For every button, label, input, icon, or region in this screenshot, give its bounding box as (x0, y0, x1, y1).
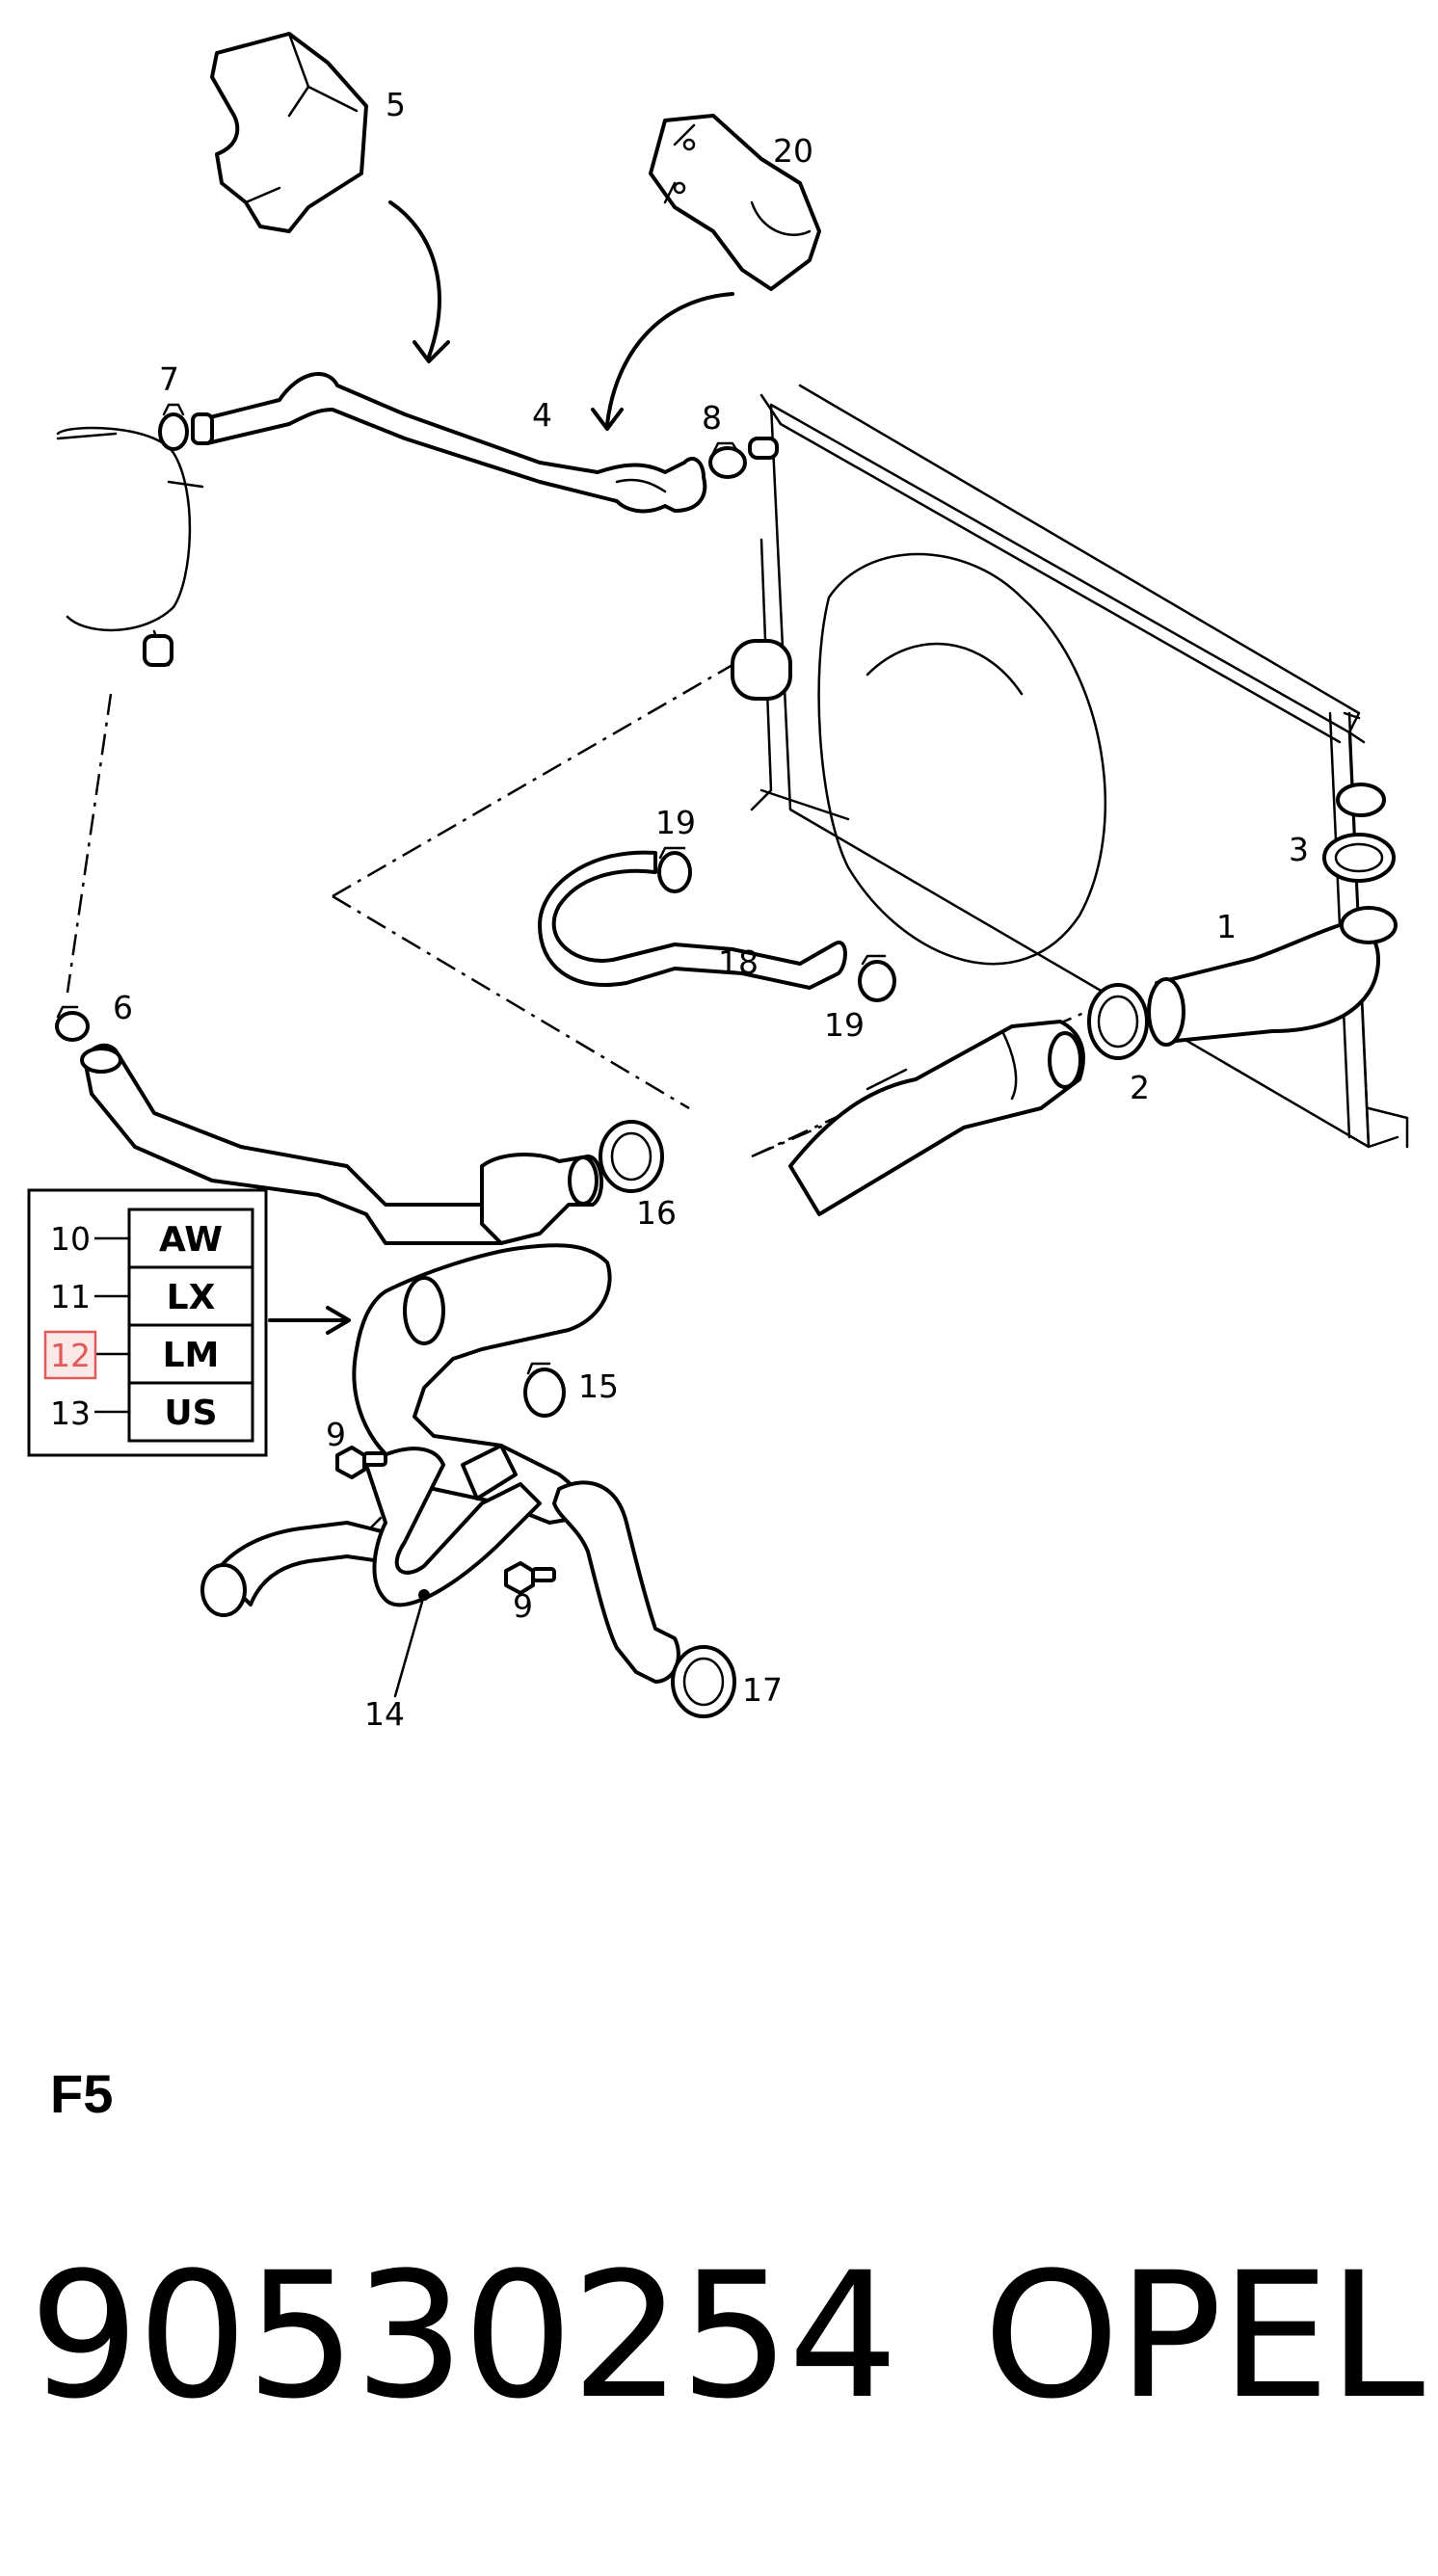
clip-part-19-top (657, 846, 692, 893)
callout-9-lower: 9 (513, 1587, 533, 1625)
clamp-part-16 (599, 1120, 664, 1193)
clip-part-5 (210, 32, 368, 233)
part-number: 90530254 (29, 2236, 898, 2437)
key-number-11: 11 (50, 1278, 91, 1315)
radiator (731, 384, 1409, 1149)
page-code: F5 (50, 2063, 114, 2124)
bolt-part-9-upper (335, 1446, 387, 1479)
callout-15: 15 (578, 1368, 619, 1405)
arrow-part-20 (605, 292, 734, 426)
hose-part-17-hose (552, 1480, 680, 1684)
callout-7: 7 (159, 360, 179, 398)
callout-2: 2 (1130, 1069, 1150, 1106)
key-code-lm: LM (163, 1336, 220, 1375)
callout-6: 6 (113, 989, 133, 1026)
key-code-lx: LX (167, 1278, 216, 1317)
bolt-part-9-lower (504, 1561, 556, 1595)
bracket-part-20 (649, 114, 821, 291)
clip-part-8 (708, 437, 779, 479)
expansion-tank (56, 426, 204, 667)
clamp-part-15 (523, 1362, 566, 1418)
variant-key: 10 11 12 13 AW LX LM US (27, 1188, 268, 1457)
callout-19-lower: 19 (824, 1006, 865, 1044)
clamp-part-17 (671, 1645, 736, 1718)
key-number-10: 10 (50, 1220, 91, 1258)
callout-9-upper: 9 (326, 1416, 346, 1453)
callout-5: 5 (386, 86, 406, 123)
callout-16: 16 (636, 1194, 677, 1232)
callout-19-upper: 19 (655, 804, 696, 841)
hose-part-6 (80, 1043, 513, 1245)
callout-17: 17 (742, 1671, 783, 1709)
callout-8: 8 (702, 399, 722, 437)
callout-4: 4 (532, 396, 552, 434)
hose-part-1 (1147, 906, 1398, 1047)
callout-14: 14 (364, 1695, 405, 1733)
callout-3: 3 (1289, 831, 1309, 868)
key-highlight-box (43, 1330, 97, 1380)
key-code-aw: AW (159, 1220, 223, 1260)
callout-1: 1 (1216, 908, 1237, 945)
tee-connector (480, 1153, 604, 1245)
brand-name: OPEL (983, 2236, 1425, 2437)
clip-part-7 (158, 403, 189, 451)
arrow-part-5 (388, 200, 441, 359)
leader-line-14 (393, 1593, 426, 1698)
clamp-part-2 (1087, 983, 1149, 1060)
clip-part-19-bottom (858, 954, 896, 1002)
callout-20: 20 (773, 132, 813, 170)
thermostat-housing (788, 1020, 1085, 1216)
callout-18: 18 (718, 943, 759, 981)
key-code-us: US (164, 1394, 217, 1433)
clip-part-6 (55, 1005, 90, 1042)
pipe-part-14 (200, 1444, 542, 1617)
hose-part-18 (538, 850, 847, 990)
key-number-12: 12 (50, 1337, 91, 1374)
key-number-13: 13 (50, 1394, 91, 1432)
clamp-part-3 (1322, 783, 1396, 883)
hose-part-4 (191, 372, 707, 514)
dash-line-tank (66, 693, 113, 994)
